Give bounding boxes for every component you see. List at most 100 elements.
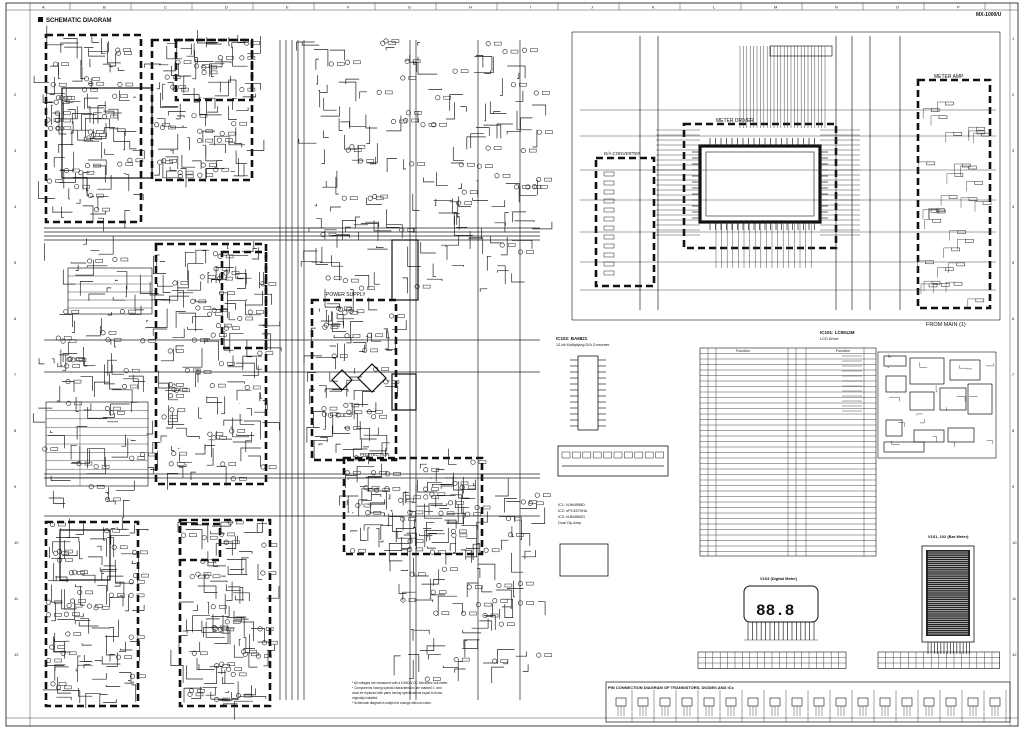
column-label: L xyxy=(713,5,716,10)
row-label: 9 xyxy=(14,484,17,489)
note-5: * Schematic diagram is subject to change… xyxy=(352,701,432,705)
column-label: A xyxy=(42,5,45,10)
v103-label: V103 (Digital Meter) xyxy=(760,576,798,581)
column-label: D xyxy=(225,5,228,10)
pcb-block-lower-left-a xyxy=(44,520,140,708)
pcb-block-upper-left-a xyxy=(44,33,143,224)
ic102-subtitle: 12-bit Multiplying D/A Converter xyxy=(556,343,610,347)
note-1: * All voltages are measured with a 10MΩ/… xyxy=(352,681,448,685)
pcb-block-upper-left-c xyxy=(174,38,254,102)
row-label: 7 xyxy=(1012,372,1015,377)
meter-driver-block xyxy=(682,122,838,250)
row-label: 4 xyxy=(14,204,17,209)
opamp-line-1: IC1: NJM4558D xyxy=(558,503,585,507)
footnotes: * All voltages are measured with a 10MΩ/… xyxy=(352,681,448,705)
note-2: * Components having special characterist… xyxy=(352,686,442,690)
opamp-list: IC1: NJM4558D IC2: uPC4570HA IC3: NJM456… xyxy=(558,503,609,577)
ic102-title: IC102: BA6821 xyxy=(556,336,588,341)
amplifier-section: POWER SUPPLY PROTECTION xyxy=(44,33,484,708)
amplifier-wiring xyxy=(32,25,553,720)
page-title: SCHEMATIC DIAGRAM xyxy=(46,18,112,24)
row-label: 7 xyxy=(14,372,17,377)
ic102-block-diagram xyxy=(557,445,669,477)
note-3: must be replaced with parts having speci… xyxy=(352,691,442,695)
column-label: C xyxy=(164,5,167,10)
meter-section: METER DRIVER D/A CONVERTER METER AMP FRO… xyxy=(571,31,1001,328)
row-label: 3 xyxy=(1012,148,1015,153)
row-label: 4 xyxy=(1012,204,1015,209)
power-supply-label: POWER SUPPLY xyxy=(326,292,366,298)
v101-segment-area xyxy=(926,550,970,636)
lcd-driver-block-diagram xyxy=(877,351,997,459)
meter-driver-ic xyxy=(698,144,822,224)
sheet-frame xyxy=(5,2,1019,727)
meter-board-outline xyxy=(571,31,1001,321)
pcb-block-main-amp xyxy=(154,242,268,486)
meter-driver-label: METER DRIVER xyxy=(716,118,754,124)
row-label: 11 xyxy=(1012,596,1017,601)
row-label: 8 xyxy=(14,428,17,433)
row-label: 8 xyxy=(1012,428,1015,433)
row-label: 2 xyxy=(1012,92,1015,97)
row-label: 1 xyxy=(1012,36,1015,41)
opamp-pinout xyxy=(559,543,609,577)
column-label: B xyxy=(103,5,106,10)
column-label: J xyxy=(591,5,593,10)
row-label: 10 xyxy=(1012,540,1017,545)
column-label: N xyxy=(835,5,838,10)
opamp-line-3: IC3: NJM4560D xyxy=(558,515,585,519)
from-main-label: FROM MAIN (1) xyxy=(926,322,966,328)
row-label: 12 xyxy=(1012,652,1017,657)
column-label: P xyxy=(957,5,960,10)
row-label: 6 xyxy=(1012,316,1015,321)
row-label: 3 xyxy=(14,148,17,153)
segment-tables xyxy=(697,651,1000,669)
model-number: MX-1000/U xyxy=(976,12,1002,18)
power-supply-block xyxy=(310,298,398,462)
title-bullet xyxy=(38,17,43,22)
ic101-title: IC101: LC6512M xyxy=(820,330,855,335)
column-label: H xyxy=(469,5,472,10)
pcb-block-lower-left-b xyxy=(178,518,272,708)
row-label: 11 xyxy=(14,596,19,601)
protection-block xyxy=(342,456,484,556)
row-label: 9 xyxy=(1012,484,1015,489)
row-label: 5 xyxy=(14,260,17,265)
protection-label: PROTECTION xyxy=(360,452,390,457)
da-converter-label: D/A CONVERTER xyxy=(604,151,641,156)
column-label: I xyxy=(530,5,531,10)
ic102-package xyxy=(577,355,599,431)
function-column-header: Function xyxy=(736,349,750,353)
function-column-header-2: Function xyxy=(836,349,850,353)
meter-wiring xyxy=(580,36,996,310)
pcb-block-upper-left-b xyxy=(150,38,254,182)
column-label: F xyxy=(347,5,350,10)
row-label: 5 xyxy=(1012,260,1015,265)
row-label: 6 xyxy=(14,316,17,321)
column-label: M xyxy=(774,5,777,10)
opamp-line-2: IC2: uPC4570HA xyxy=(558,509,588,513)
meter-amp-label: METER AMP xyxy=(934,74,964,80)
row-label: 12 xyxy=(14,652,19,657)
column-label: G xyxy=(408,5,411,10)
v103-digits: 88.8 xyxy=(756,602,794,620)
row-label: 1 xyxy=(14,36,17,41)
v103-display xyxy=(743,585,819,623)
v101-label: V101, 102 (Bar Meter) xyxy=(928,534,969,539)
row-label: 10 xyxy=(14,540,19,545)
note-4: originally installed. xyxy=(352,696,378,700)
pcb-block-lower-left-c xyxy=(178,522,222,562)
opamp-line-4: Dual Op-Amp xyxy=(558,521,581,525)
ic101-subtitle: LCD Driver xyxy=(820,337,840,341)
da-converter-block xyxy=(594,156,656,288)
meter-amp-block xyxy=(916,78,992,310)
column-label: K xyxy=(652,5,655,10)
row-label: 2 xyxy=(14,92,17,97)
ic102-pins xyxy=(570,359,606,427)
pin-connection-title: PIN CONNECTION DIAGRAM OF TRANSISTORS, D… xyxy=(608,685,735,690)
column-label: O xyxy=(896,5,899,10)
